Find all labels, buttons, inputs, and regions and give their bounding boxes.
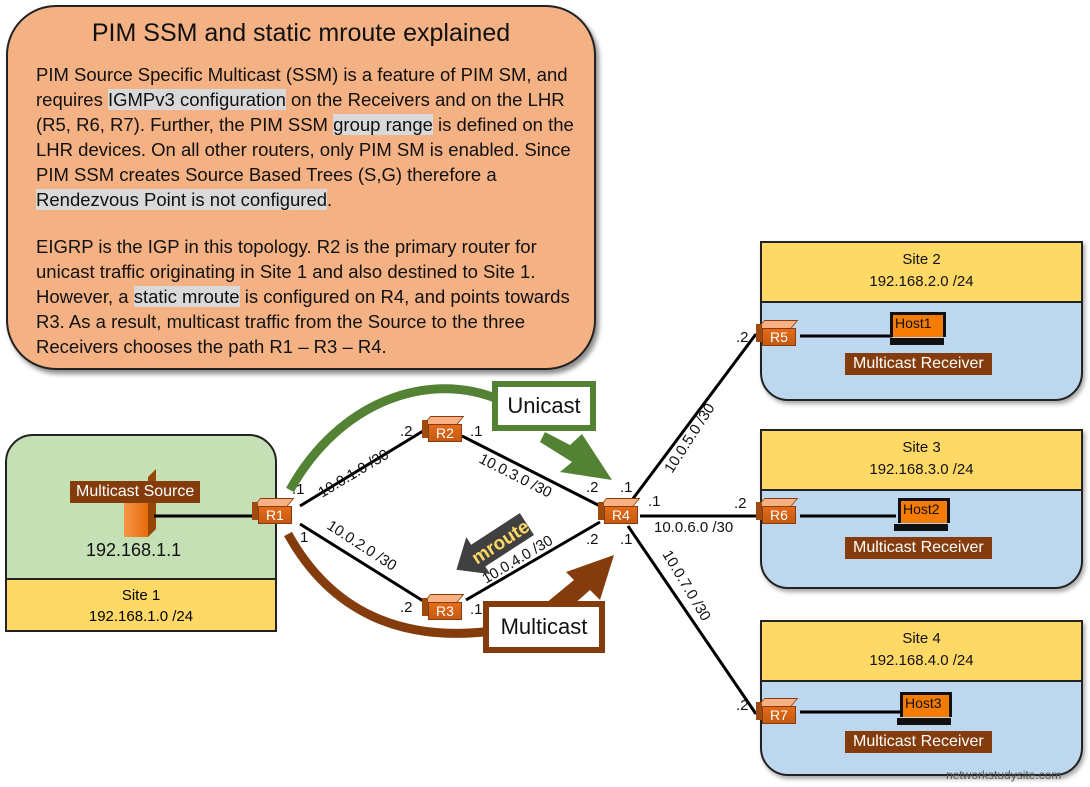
iface-r4-right: .1 (648, 493, 661, 510)
link-r1-r3 (299, 522, 429, 606)
router-r4-label: R4 (604, 506, 638, 524)
link-label-r4-r6: 10.0.6.0 /30 (654, 519, 733, 536)
explanation-para-2: EIGRP is the IGP in this topology. R2 is… (36, 234, 586, 359)
iface-r4-bottom-right: .1 (620, 531, 633, 548)
router-r5-label: R5 (762, 328, 796, 346)
host1-base (890, 338, 944, 345)
router-r5[interactable]: R5 (756, 320, 799, 346)
iface-r2-left: .2 (400, 423, 413, 440)
link-r3-r4 (465, 520, 601, 602)
site2-subnet: 192.168.2.0 /24 (869, 273, 974, 290)
iface-r4-top-left: .2 (586, 479, 599, 496)
site4-receiver-label: Multicast Receiver (845, 731, 992, 753)
site1-name: Site 1 (121, 587, 161, 604)
host2-laptop-icon[interactable]: Host2 (898, 498, 950, 523)
link-r4-r5 (630, 333, 758, 501)
highlighted-term: static mroute (133, 286, 240, 307)
router-r4[interactable]: R4 (598, 498, 641, 524)
paragraph-text: is defined on the LHR devices. On all ot… (36, 114, 574, 185)
paragraph-text: is configured on R4, and points towards … (36, 286, 570, 357)
iface-r7: .2 (736, 697, 749, 714)
paragraph-text: on the Receivers and on the LHR (R5, R6,… (36, 89, 565, 135)
router-r3[interactable]: R3 (422, 594, 465, 620)
router-r6-label: R6 (762, 506, 796, 524)
explanation-title: PIM SSM and static mroute explained (91, 19, 511, 47)
site1-subnet: 192.168.1.0 /24 (88, 608, 194, 625)
multicast-path (284, 531, 501, 638)
highlighted-term: IGMPv3 configuration (107, 89, 286, 110)
site2-receiver-label: Multicast Receiver (845, 353, 992, 375)
site4-subnet: 192.168.4.0 /24 (869, 652, 974, 669)
highlighted-term: Rendezvous Point is not configured (36, 189, 328, 210)
iface-r5: .2 (736, 329, 749, 346)
link-r1-r2 (299, 426, 429, 508)
unicast-arrow-icon (540, 432, 612, 480)
site1-header: Site 1 192.168.1.0 /24 (5, 578, 277, 632)
link-r2-r4 (461, 434, 601, 508)
site2-name: Site 2 (902, 251, 941, 268)
site4-name: Site 4 (902, 630, 941, 647)
explanation-para-1: PIM Source Specific Multicast (SSM) is a… (36, 62, 586, 212)
router-r7[interactable]: R7 (756, 698, 799, 724)
paragraph-text: EIGRP is the IGP in this topology. R2 is… (36, 236, 537, 307)
router-r3-label: R3 (428, 602, 462, 620)
paragraph-text: PIM Source Specific Multicast (SSM) is a… (36, 64, 568, 110)
router-r7-label: R7 (762, 706, 796, 724)
unicast-path (286, 384, 502, 493)
site3-receiver-label: Multicast Receiver (845, 537, 992, 559)
watermark: networkstudysite.com (946, 768, 1062, 782)
host3-laptop-icon[interactable]: Host3 (900, 692, 952, 717)
paragraph-text: . (327, 189, 333, 210)
link-label-r4-r5: 10.0.5.0 /30 (661, 400, 718, 476)
site3-subnet: 192.168.3.0 /24 (869, 461, 974, 478)
host2-base (894, 524, 948, 531)
iface-r4-top-right: .1 (620, 479, 633, 496)
router-r1[interactable]: R1 (252, 498, 295, 524)
link-r4-r7 (626, 525, 758, 715)
router-r6[interactable]: R6 (756, 498, 799, 524)
router-r2-label: R2 (428, 424, 462, 442)
iface-r3-left: .2 (400, 599, 413, 616)
host3-base (897, 718, 951, 725)
highlighted-term: group range (333, 114, 433, 135)
iface-r1-top: .1 (292, 481, 305, 498)
source-ip: 192.168.1.1 (86, 540, 182, 560)
multicast-callout: Multicast (483, 601, 605, 653)
iface-r6: .2 (734, 495, 747, 512)
iface-r2-right: .1 (470, 423, 483, 440)
iface-r1-bottom: 1 (300, 529, 308, 546)
router-r1-label: R1 (258, 506, 292, 524)
iface-r4-bottom-left: .2 (586, 531, 599, 548)
unicast-callout: Unicast (492, 381, 596, 431)
explanation-box: PIM SSM and static mroute explained PIM … (6, 5, 596, 370)
multicast-source-label: Multicast Source (70, 481, 201, 503)
router-r2[interactable]: R2 (422, 416, 465, 442)
host1-laptop-icon[interactable]: Host1 (890, 312, 946, 337)
site3-name: Site 3 (902, 439, 941, 456)
link-label-r1-r2: 10.0.1.0 /30 (315, 446, 392, 501)
iface-r3-right: .1 (470, 601, 483, 618)
